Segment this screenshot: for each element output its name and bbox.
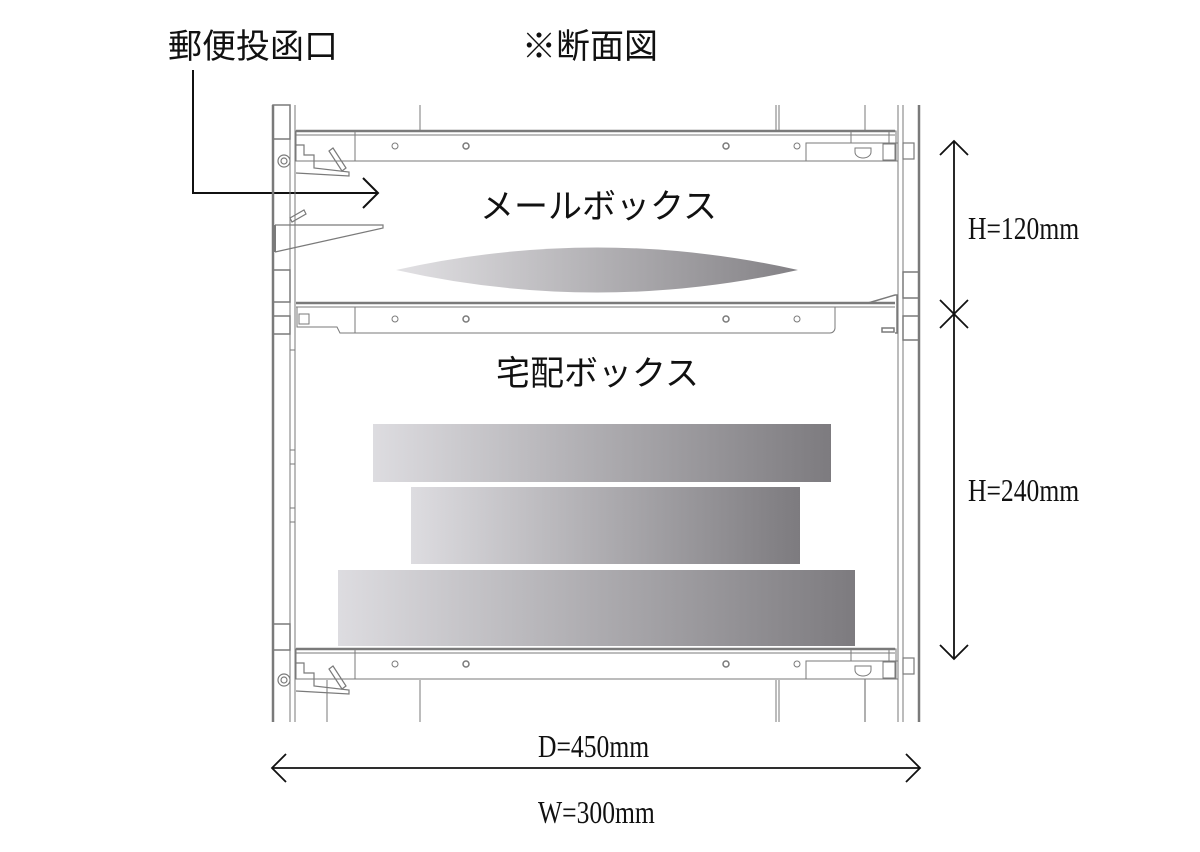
slot-leader-arrow (192, 70, 380, 209)
width-label: W=300mm (538, 794, 655, 830)
cabinet-frame (271, 104, 921, 722)
delivery-bottom-rail (277, 647, 899, 722)
diagram-title: ※断面図 (522, 27, 658, 67)
depth-dimension (270, 753, 922, 783)
parcel-middle (411, 487, 800, 564)
slot-flap-hinge (274, 144, 384, 253)
mail-item-shape (396, 247, 798, 293)
parcel-top (373, 424, 831, 482)
mail-slot-label: 郵便投函口 (168, 27, 338, 67)
mailbox-label: メールボックス (480, 187, 717, 227)
mailbox-height-label: H=120mm (968, 210, 1080, 246)
parcel-bottom (338, 570, 855, 646)
height-dimension (939, 139, 969, 661)
delivery-box-label: 宅配ボックス (496, 354, 699, 394)
parcel-stack (338, 424, 855, 646)
depth-label: D=450mm (538, 728, 650, 764)
divider-rail (296, 294, 898, 334)
mailbox-top-rail (295, 129, 899, 162)
delivery-box-height-label: H=240mm (968, 472, 1080, 508)
